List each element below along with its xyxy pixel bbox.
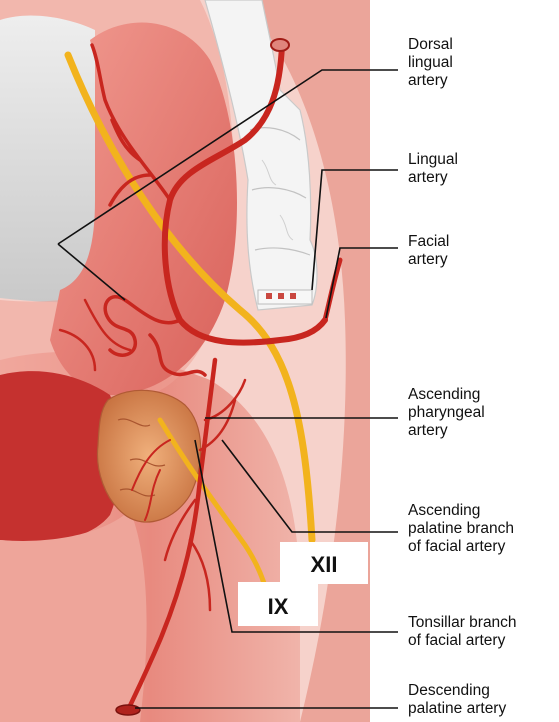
label-line: Descending xyxy=(408,682,506,700)
label-line: lingual xyxy=(408,54,453,72)
label-lingual-artery: Lingual artery xyxy=(408,151,458,187)
descending-palatine-end xyxy=(116,705,140,715)
label-line: Lingual xyxy=(408,151,458,169)
label-line: artery xyxy=(408,72,453,90)
nerve-ix-text: IX xyxy=(268,594,289,620)
label-line: Tonsillar branch xyxy=(408,614,517,632)
label-dorsal-lingual-artery: Dorsal lingual artery xyxy=(408,36,453,90)
label-line: artery xyxy=(408,251,449,269)
label-line: pharyngeal xyxy=(408,404,485,422)
oral-cavity xyxy=(0,15,95,302)
label-line: palatine artery xyxy=(408,700,506,718)
label-line: Ascending xyxy=(408,386,485,404)
label-facial-artery: Facial artery xyxy=(408,233,449,269)
label-line: artery xyxy=(408,422,485,440)
artery-cut-end xyxy=(271,39,289,51)
label-ascending-pharyngeal-artery: Ascending pharyngeal artery xyxy=(408,386,485,440)
label-ascending-palatine-branch: Ascending palatine branch of facial arte… xyxy=(408,502,514,556)
label-descending-palatine-artery: Descending palatine artery xyxy=(408,682,506,718)
nerve-label-ix: IX xyxy=(238,582,318,626)
label-line: of facial artery xyxy=(408,632,517,650)
label-line: of facial artery xyxy=(408,538,514,556)
label-line: artery xyxy=(408,169,458,187)
nerve-label-xii: XII xyxy=(280,542,368,584)
label-line: Ascending xyxy=(408,502,514,520)
nerve-xii-text: XII xyxy=(311,552,338,578)
label-line: Facial xyxy=(408,233,449,251)
label-line: Dorsal xyxy=(408,36,453,54)
label-line: palatine branch xyxy=(408,520,514,538)
label-tonsillar-branch: Tonsillar branch of facial artery xyxy=(408,614,517,650)
